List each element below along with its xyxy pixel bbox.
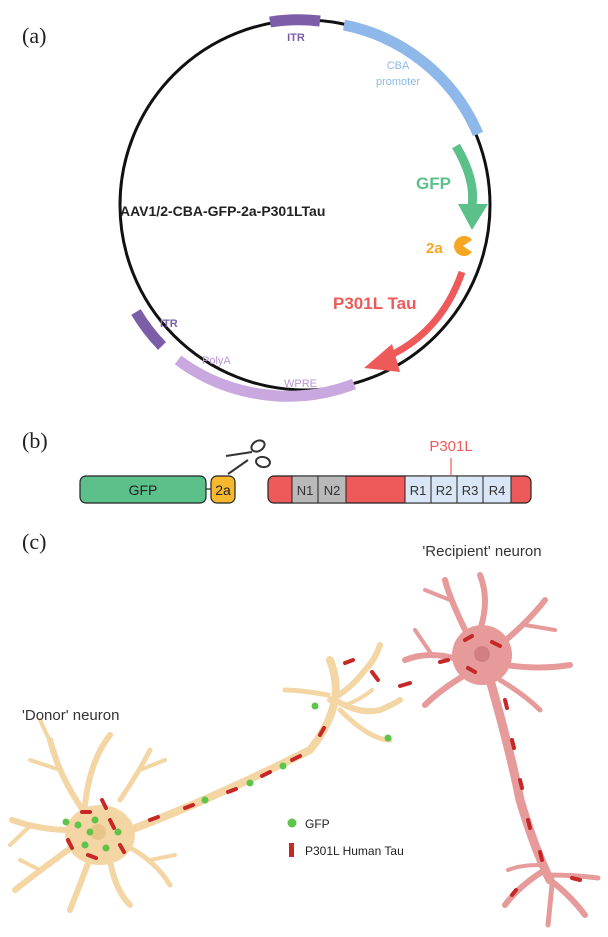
domain-r1-box — [404, 475, 432, 504]
itr-bottom-segment — [131, 309, 167, 350]
tau-arrow-head — [364, 344, 400, 372]
legend: GFP P301L Human Tau — [287, 817, 404, 858]
domain-n2-label: N2 — [324, 483, 341, 498]
construct-name: AAV1/2-CBA-GFP-2a-P301LTau — [120, 203, 325, 219]
domain-r2-box — [430, 475, 458, 504]
two-a-box — [210, 475, 236, 504]
recipient-nucleus — [474, 646, 490, 662]
panel-a-label: (a) — [22, 23, 46, 48]
legend-tau-mark-icon — [289, 843, 294, 857]
two-a-label: 2a — [426, 240, 443, 257]
legend-gfp-dot-icon — [287, 818, 297, 828]
gfp-dots — [62, 702, 392, 852]
itr-bottom-label: ITR — [160, 318, 178, 330]
donor-neuron — [8, 642, 403, 913]
panel-c-label: (c) — [22, 529, 46, 554]
two-a-pacman-icon — [454, 236, 472, 256]
cba-promoter-segment — [342, 19, 484, 137]
polya-wpre-segment — [174, 355, 356, 402]
panel-b: (b) GFP 2a N1 N2 R1 R2 R3 R4 P301L — [22, 428, 532, 504]
domain-r2-label: R2 — [436, 483, 453, 498]
domain-n1-box — [291, 475, 319, 504]
legend-tau-label: P301L Human Tau — [305, 844, 404, 858]
recipient-neuron — [402, 572, 601, 928]
tau-label: P301L Tau — [333, 294, 416, 313]
gfp-arrow-shaft — [452, 143, 478, 207]
gfp-box-label: GFP — [129, 482, 158, 498]
panel-b-label: (b) — [22, 428, 48, 453]
domain-r3-box — [456, 475, 484, 504]
legend-gfp-label: GFP — [305, 817, 330, 831]
domain-n1-label: N1 — [297, 483, 314, 498]
promoter-label-line2: promoter — [376, 76, 420, 88]
two-a-box-label: 2a — [215, 482, 231, 498]
tau-marks — [66, 634, 582, 897]
domain-r3-label: R3 — [462, 483, 479, 498]
domain-n2-box — [317, 475, 347, 504]
wpre-label: WPRE — [284, 378, 317, 390]
itr-top-segment — [269, 14, 321, 28]
domain-r1-label: R1 — [410, 483, 427, 498]
panel-c: (c) — [8, 529, 601, 928]
itr-top-label: ITR — [287, 32, 305, 44]
mutation-label: P301L — [429, 438, 472, 455]
panel-a: (a) ITR CBA promoter GFP 2a P301L Tau IT… — [22, 14, 492, 402]
promoter-label-line1: CBA — [387, 60, 410, 72]
gfp-label: GFP — [416, 174, 451, 193]
scissors-icon — [225, 439, 271, 475]
domain-r4-label: R4 — [489, 483, 506, 498]
recipient-label: 'Recipient' neuron — [422, 543, 541, 560]
donor-nucleus — [90, 824, 106, 840]
polya-label: PolyA — [202, 355, 231, 367]
donor-label: 'Donor' neuron — [22, 707, 119, 724]
domain-r4-box — [482, 475, 512, 504]
gfp-arrow-head — [458, 204, 488, 230]
